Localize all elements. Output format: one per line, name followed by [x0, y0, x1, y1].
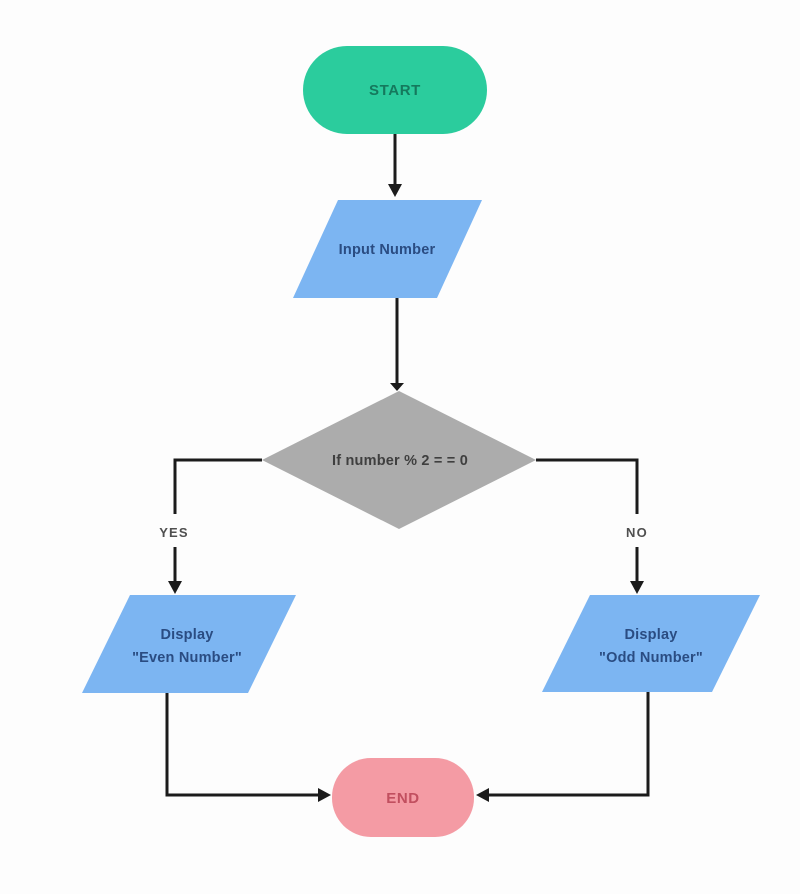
input-number-node-shape — [293, 200, 482, 298]
end-node-shape — [332, 758, 474, 837]
end-node-label: END — [386, 790, 419, 807]
end-node: END — [332, 758, 474, 837]
start-node: START — [303, 46, 487, 134]
display-odd-node: Display "Odd Number" — [542, 595, 760, 692]
input-number-node-label: Input Number — [339, 242, 436, 258]
edge-even-to-end — [165, 693, 320, 797]
edge-decision-to-no-label — [536, 458, 639, 514]
arrowhead-down-icon — [388, 184, 402, 197]
decision-node: If number % 2 = = 0 — [262, 391, 536, 529]
display-even-node-label-line1: Display — [161, 627, 214, 643]
start-node-label: START — [369, 82, 421, 99]
display-even-node: Display "Even Number" — [82, 595, 296, 693]
display-odd-node-shape — [542, 595, 760, 692]
arrowhead-down-icon — [168, 581, 182, 594]
arrowhead-right-icon — [318, 788, 331, 802]
display-even-node-shape — [82, 595, 296, 693]
display-even-node-label-line2: "Even Number" — [132, 650, 242, 666]
yes-branch-label: YES — [159, 525, 189, 540]
edge-decision-to-yes-label — [173, 458, 262, 514]
edge-odd-to-end — [489, 692, 650, 797]
input-number-node: Input Number — [293, 200, 482, 298]
flowchart-connectors — [165, 133, 650, 797]
arrowhead-left-icon — [476, 788, 489, 802]
display-odd-node-label-line1: Display — [625, 627, 678, 643]
display-odd-node-label-line2: "Odd Number" — [599, 650, 703, 666]
decision-node-label: If number % 2 = = 0 — [332, 453, 468, 469]
decision-node-shape — [262, 391, 536, 529]
arrowhead-down-icon — [630, 581, 644, 594]
start-node-shape — [303, 46, 487, 134]
flowchart-arrowheads — [168, 184, 644, 802]
arrowhead-down-icon — [390, 383, 404, 391]
no-branch-label: NO — [626, 525, 648, 540]
